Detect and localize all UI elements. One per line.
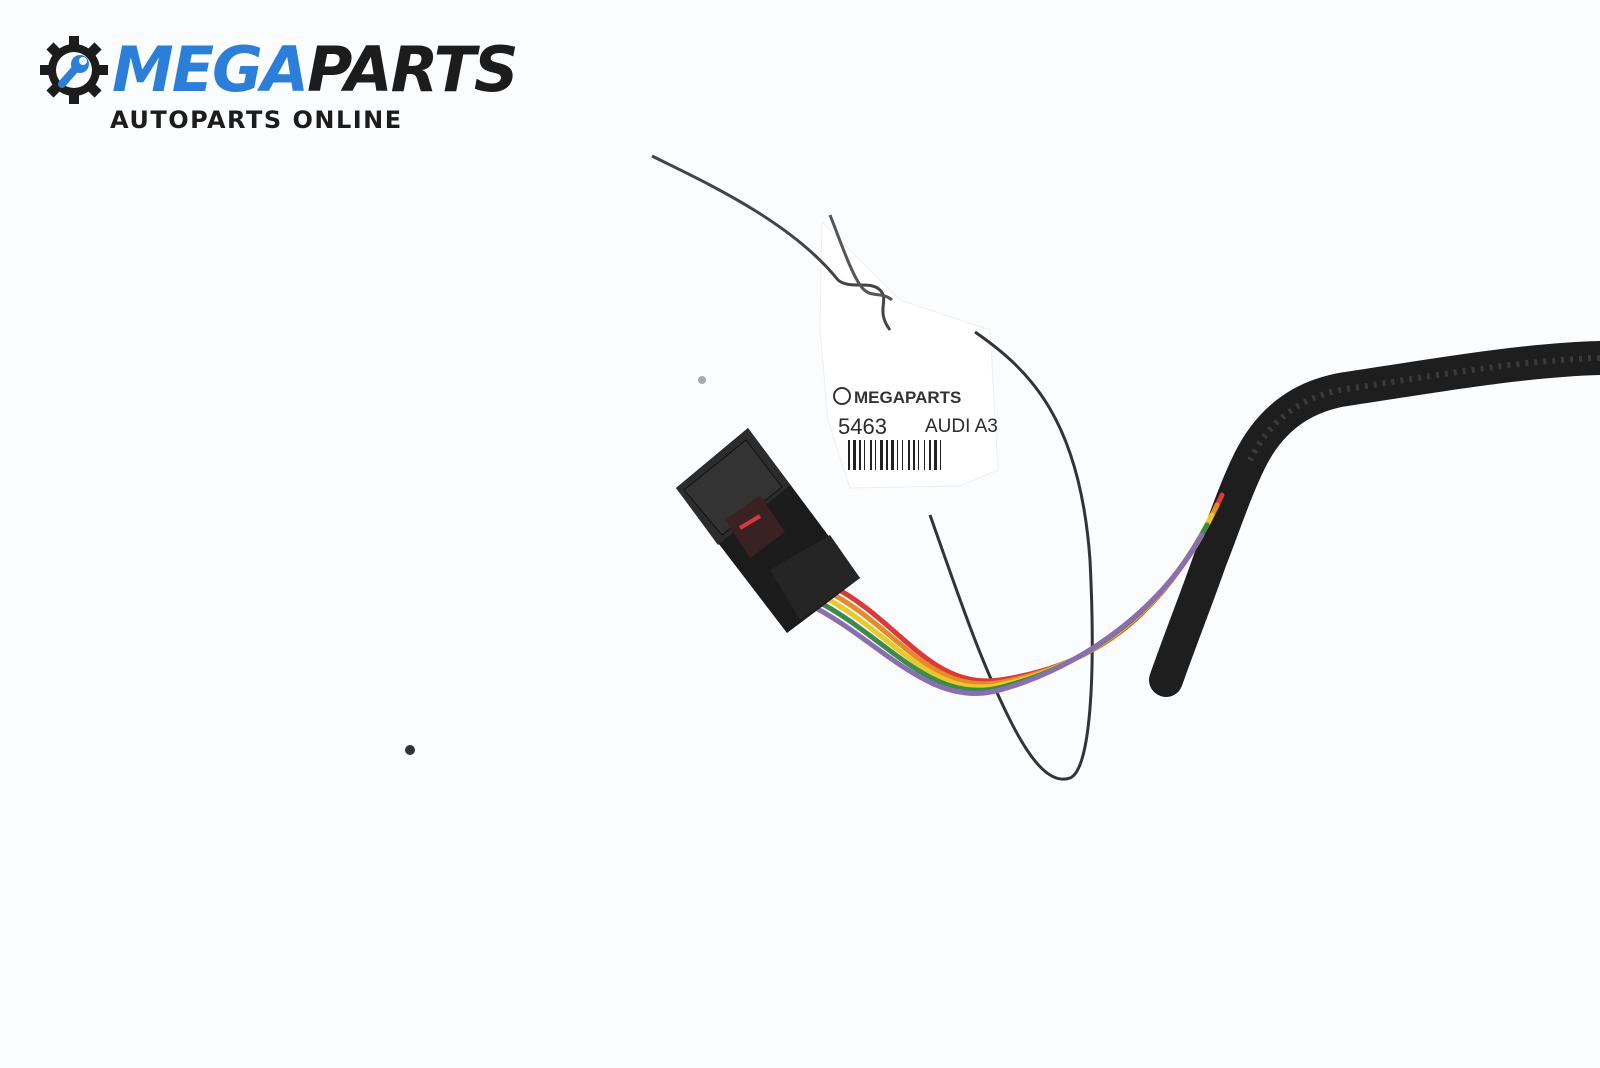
switch-rocker-face [683,439,783,536]
megaparts-logo: MEGAPARTS AUTOPARTS ONLINE [38,34,519,144]
tie-wire [651,154,892,331]
tag-model: AUDI A3 [925,416,998,437]
barcode-bar [929,440,931,470]
tie-wire-loop [928,330,1094,781]
tag-gear-icon [833,387,851,405]
switch-connector [770,535,860,620]
dirt-speck [405,745,415,755]
wire-bundle [807,492,1225,697]
barcode-bar [880,440,883,470]
switch-unit [676,428,860,633]
barcode-bar [886,440,888,470]
barcode-bar [918,440,919,470]
barcode-bar [864,440,865,470]
logo-tagline: AUTOPARTS ONLINE [110,106,403,134]
tag-number: 5463 [838,414,887,439]
dirt-speck [698,376,706,384]
logo-wordmark: MEGAPARTS [112,33,519,106]
barcode-bar [859,440,861,470]
tag-brand: MEGAPARTS [854,388,961,407]
cable-texture [1247,355,1600,462]
barcode-bar [913,440,915,470]
barcode-bar [870,440,872,470]
barcode-bar [853,440,856,470]
barcode-bar [940,440,941,470]
barcode-bar [875,440,876,470]
tag-print: MEGAPARTS 5463 AUDI A3 [833,387,998,470]
tie-wire-twist [828,214,893,302]
barcode-bar [891,440,894,470]
gear-wrench-icon [40,36,108,104]
logo-mega: MEGA [112,33,309,106]
barcode-bar [924,440,925,470]
barcode-bar [848,440,850,470]
barcode-bar [908,440,910,470]
barcode-bar [902,440,903,470]
main-cable [1149,341,1600,697]
wire [807,532,1205,697]
tag-barcode [848,440,941,470]
switch-lower-panel [725,495,785,558]
logo-parts: PARTS [306,33,519,106]
barcode-bar [897,440,898,470]
barcode-bar [934,440,937,470]
indicator-light [738,514,762,530]
